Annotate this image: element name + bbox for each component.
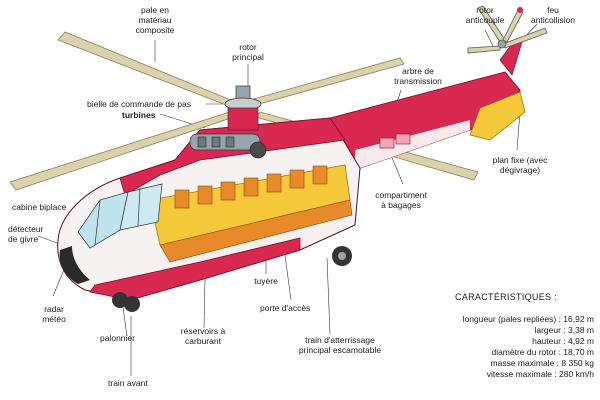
baggage-compartment	[379, 133, 411, 149]
specifications-title: CARACTÉRISTIQUES :	[455, 292, 557, 302]
label-line: feu	[547, 5, 559, 15]
fuselage	[57, 117, 361, 301]
label-detecteur: détecteur de givre	[8, 224, 43, 244]
label-compartiment: compartiment à bagages	[365, 190, 437, 210]
label-line: plan fixe (avec	[492, 155, 548, 165]
label-line: principal escamotable	[298, 345, 382, 355]
label-line: anticollision	[531, 15, 575, 25]
label-line: radar	[44, 304, 64, 314]
label-porte: porte d'accès	[260, 303, 311, 313]
label-rotor-anticouple: rotor anticouple	[455, 5, 515, 25]
label-line: rotor	[239, 42, 257, 52]
cockpit-windows	[77, 183, 163, 249]
label-line: réservoirs à	[180, 326, 226, 336]
label-line: transmission	[394, 76, 442, 86]
label-line: pale en	[141, 5, 169, 15]
spec-row: longueur (pales repliées) : 16,92 m	[462, 314, 594, 324]
rotor-hub	[224, 85, 262, 131]
label-palonnier: palonnier	[100, 333, 135, 343]
label-line: rotor	[476, 5, 494, 15]
label-line: carburant	[185, 336, 221, 346]
label-line: composite	[135, 25, 175, 35]
label-turbines: turbines	[122, 110, 156, 120]
label-reservoirs: réservoirs à carburant	[168, 326, 238, 346]
label-bielle: bielle de commande de pas	[87, 99, 191, 109]
label-line: principal	[232, 52, 264, 62]
tail-rotor	[467, 5, 548, 54]
label-line: arbre de	[402, 66, 434, 76]
leader-lines	[37, 23, 538, 376]
label-line: train d'atterrissage	[305, 335, 375, 345]
cabin-seats	[174, 165, 328, 209]
label-pale-materiau: pale en matériau composite	[120, 5, 190, 35]
label-radar: radar météo	[36, 304, 72, 324]
specifications-panel: CARACTÉRISTIQUES : longueur (pales repli…	[418, 292, 594, 380]
tail-boom	[329, 39, 526, 171]
label-rotor-principal: rotor principal	[215, 42, 281, 62]
label-line: matériau	[138, 15, 172, 25]
label-line: à bagages	[381, 200, 421, 210]
label-line: météo	[42, 314, 66, 324]
label-plan-fixe: plan fixe (avec dégivrage)	[478, 155, 562, 175]
spec-row: largeur : 3,38 m	[534, 325, 594, 335]
turbine-engine	[189, 133, 267, 159]
label-tuyere: tuyère	[254, 276, 278, 286]
label-feu-anticollision: feu anticollision	[520, 5, 586, 25]
label-line: détecteur	[8, 224, 44, 234]
label-line: compartiment	[375, 190, 427, 200]
spec-row: vitesse maximale : 280 km/h	[486, 369, 594, 379]
label-train-atterrissage: train d'atterrissage principal escamotab…	[288, 335, 392, 355]
spec-row: hauteur : 4,92 m	[532, 336, 594, 346]
spec-row: masse maximale : 8 350 kg	[490, 358, 594, 368]
label-train-avant: train avant	[108, 378, 148, 388]
label-line: de givre	[8, 234, 39, 244]
label-line: anticouple	[465, 15, 505, 25]
label-arbre-transmission: arbre de transmission	[380, 66, 456, 86]
landing-gear	[112, 246, 352, 312]
label-cabine: cabine biplace	[12, 202, 67, 212]
spec-row: diamètre du rotor : 18,70 m	[491, 347, 594, 357]
label-line: dégivrage)	[499, 165, 541, 175]
